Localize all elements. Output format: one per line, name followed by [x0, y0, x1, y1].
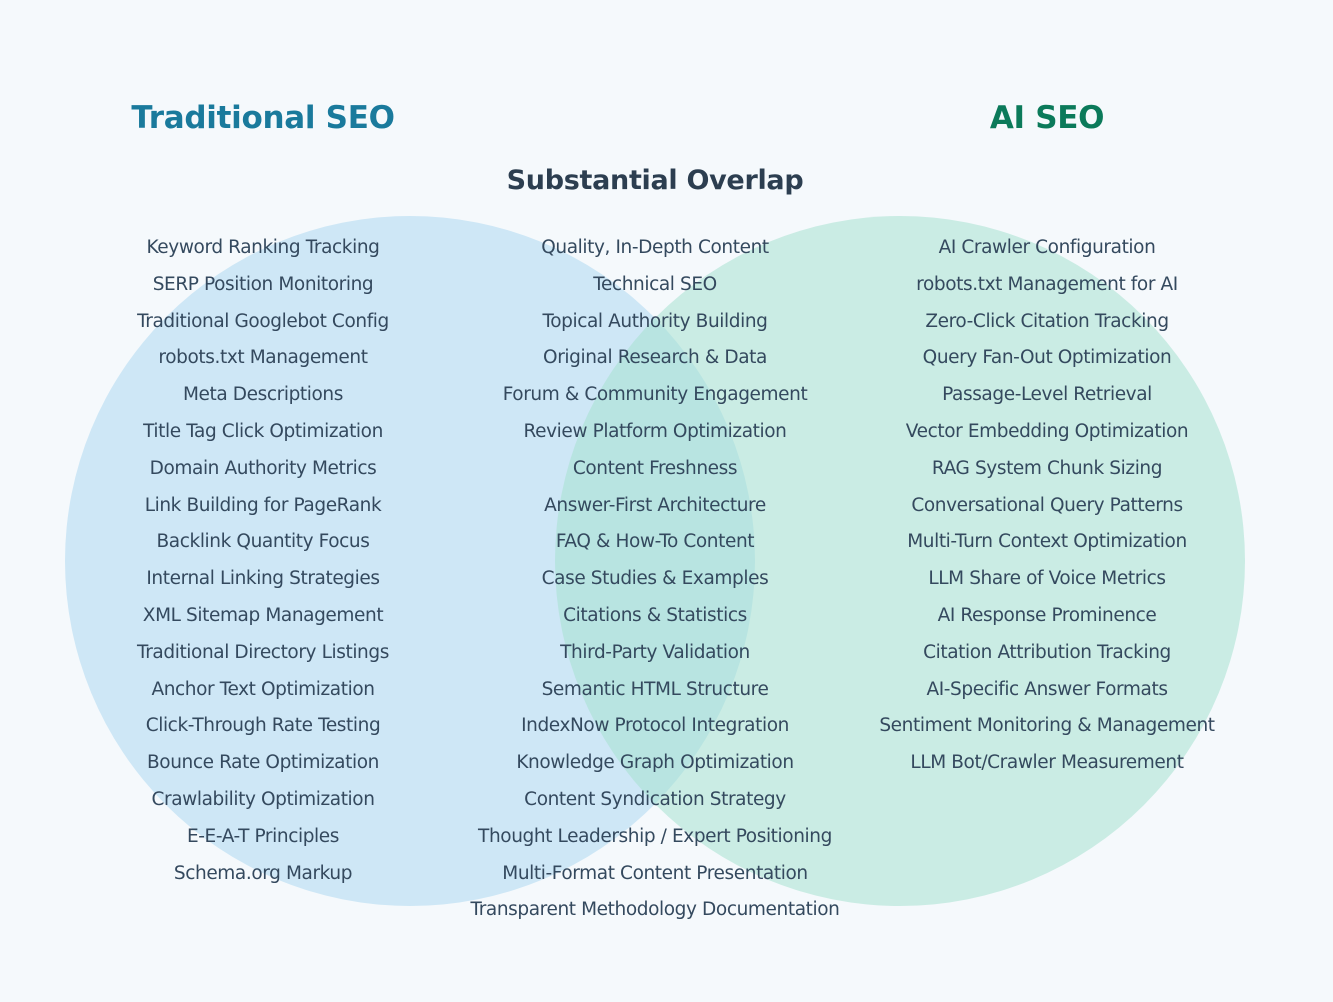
- overlap-item: Third-Party Validation: [560, 641, 750, 663]
- overlap-item: Content Syndication Strategy: [524, 788, 786, 810]
- traditional-item: Schema.org Markup: [173, 862, 353, 884]
- overlap-item: Review Platform Optimization: [523, 420, 787, 442]
- overlap-item: FAQ & How-To Content: [555, 531, 755, 553]
- ai-item: AI-Specific Answer Formats: [926, 678, 1168, 700]
- ai-item: Query Fan-Out Optimization: [922, 347, 1172, 369]
- ai-item: AI Response Prominence: [937, 604, 1157, 626]
- overlap-item: Quality, In-Depth Content: [541, 237, 769, 258]
- ai-item: Passage-Level Retrieval: [942, 384, 1152, 406]
- overlap-item: Case Studies & Examples: [541, 568, 769, 590]
- traditional-item: robots.txt Management: [158, 347, 368, 369]
- ai-item: Multi-Turn Context Optimization: [907, 531, 1187, 553]
- traditional-item: Title Tag Click Optimization: [143, 420, 383, 442]
- traditional-item: Backlink Quantity Focus: [156, 531, 370, 553]
- ai-seo-circle: [555, 216, 1245, 906]
- ai-seo-list: AI Crawler Configuration robots.txt Mana…: [847, 230, 1247, 782]
- traditional-item: Anchor Text Optimization: [151, 678, 375, 700]
- overlap-item: Content Freshness: [572, 457, 738, 479]
- traditional-item: Click-Through Rate Testing: [145, 715, 381, 737]
- ai-item: AI Crawler Configuration: [938, 237, 1156, 258]
- traditional-item: Link Building for PageRank: [144, 494, 382, 516]
- ai-item: Zero-Click Citation Tracking: [925, 310, 1169, 332]
- overlap-item: Citations & Statistics: [563, 604, 747, 626]
- ai-item: Sentiment Monitoring & Management: [879, 715, 1215, 737]
- traditional-item: Traditional Directory Listings: [137, 641, 389, 663]
- overlap-item: Transparent Methodology Documentation: [470, 899, 840, 921]
- overlap-item: IndexNow Protocol Integration: [521, 715, 789, 737]
- traditional-seo-list: Keyword Ranking Tracking SERP Position M…: [63, 230, 463, 892]
- ai-item: Conversational Query Patterns: [911, 494, 1183, 516]
- traditional-item: Crawlability Optimization: [151, 788, 375, 810]
- overlap-item: Technical SEO: [593, 273, 717, 295]
- traditional-item: XML Sitemap Management: [142, 604, 384, 626]
- traditional-item: Traditional Googlebot Config: [137, 310, 389, 332]
- overlap-title: Substantial Overlap: [506, 165, 804, 196]
- traditional-item: Keyword Ranking Tracking: [146, 237, 380, 258]
- ai-item: robots.txt Management for AI: [916, 273, 1178, 295]
- traditional-item: Internal Linking Strategies: [146, 568, 380, 590]
- overlap-list: Quality, In-Depth Content Technical SEO …: [455, 230, 855, 929]
- overlap-item: Thought Leadership / Expert Positioning: [478, 825, 832, 847]
- traditional-item: Bounce Rate Optimization: [147, 752, 379, 774]
- traditional-item: Domain Authority Metrics: [149, 457, 377, 479]
- overlap-item: Multi-Format Content Presentation: [502, 862, 808, 884]
- overlap-item: Semantic HTML Structure: [541, 678, 769, 700]
- ai-item: Citation Attribution Tracking: [923, 641, 1171, 663]
- ai-item: LLM Share of Voice Metrics: [928, 568, 1166, 590]
- ai-item: Vector Embedding Optimization: [905, 420, 1189, 442]
- overlap-item: Original Research & Data: [543, 347, 767, 369]
- traditional-item: E-E-A-T Principles: [186, 825, 340, 847]
- overlap-item: Answer-First Architecture: [544, 494, 766, 516]
- overlap-item: Forum & Community Engagement: [502, 384, 808, 406]
- overlap-item: Knowledge Graph Optimization: [516, 752, 794, 774]
- traditional-item: SERP Position Monitoring: [152, 273, 374, 295]
- ai-item: RAG System Chunk Sizing: [931, 457, 1163, 479]
- traditional-item: Meta Descriptions: [182, 384, 344, 406]
- ai-item: LLM Bot/Crawler Measurement: [910, 752, 1184, 774]
- overlap-item: Topical Authority Building: [542, 310, 768, 332]
- ai-seo-title: AI SEO: [989, 100, 1105, 136]
- traditional-seo-title: Traditional SEO: [131, 100, 395, 136]
